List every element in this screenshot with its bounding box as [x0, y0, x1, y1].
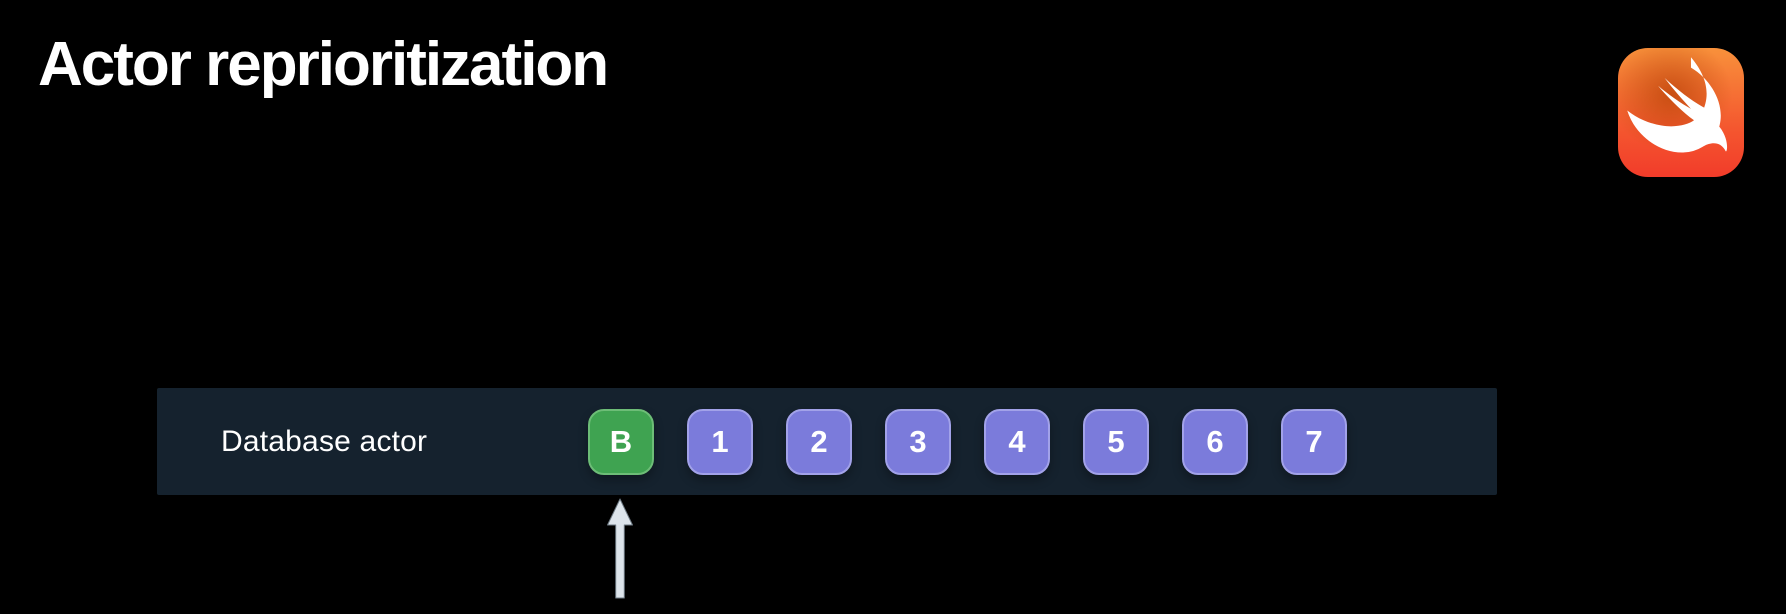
queue-item-3: 3 — [885, 408, 951, 475]
queue-item-6: 6 — [1182, 408, 1248, 475]
page-title: Actor reprioritization — [38, 30, 609, 99]
swift-bird-icon — [1627, 57, 1728, 153]
swift-logo-icon — [1618, 48, 1744, 177]
queue-item-B: B — [588, 408, 654, 475]
queue-item-4: 4 — [984, 408, 1050, 475]
actor-label: Database actor — [221, 424, 428, 458]
up-arrow-icon — [607, 498, 633, 599]
queue-item-5: 5 — [1083, 408, 1149, 475]
queue-item-1: 1 — [687, 408, 753, 475]
queue-item-7: 7 — [1281, 408, 1347, 475]
queue-item-2: 2 — [786, 408, 852, 475]
